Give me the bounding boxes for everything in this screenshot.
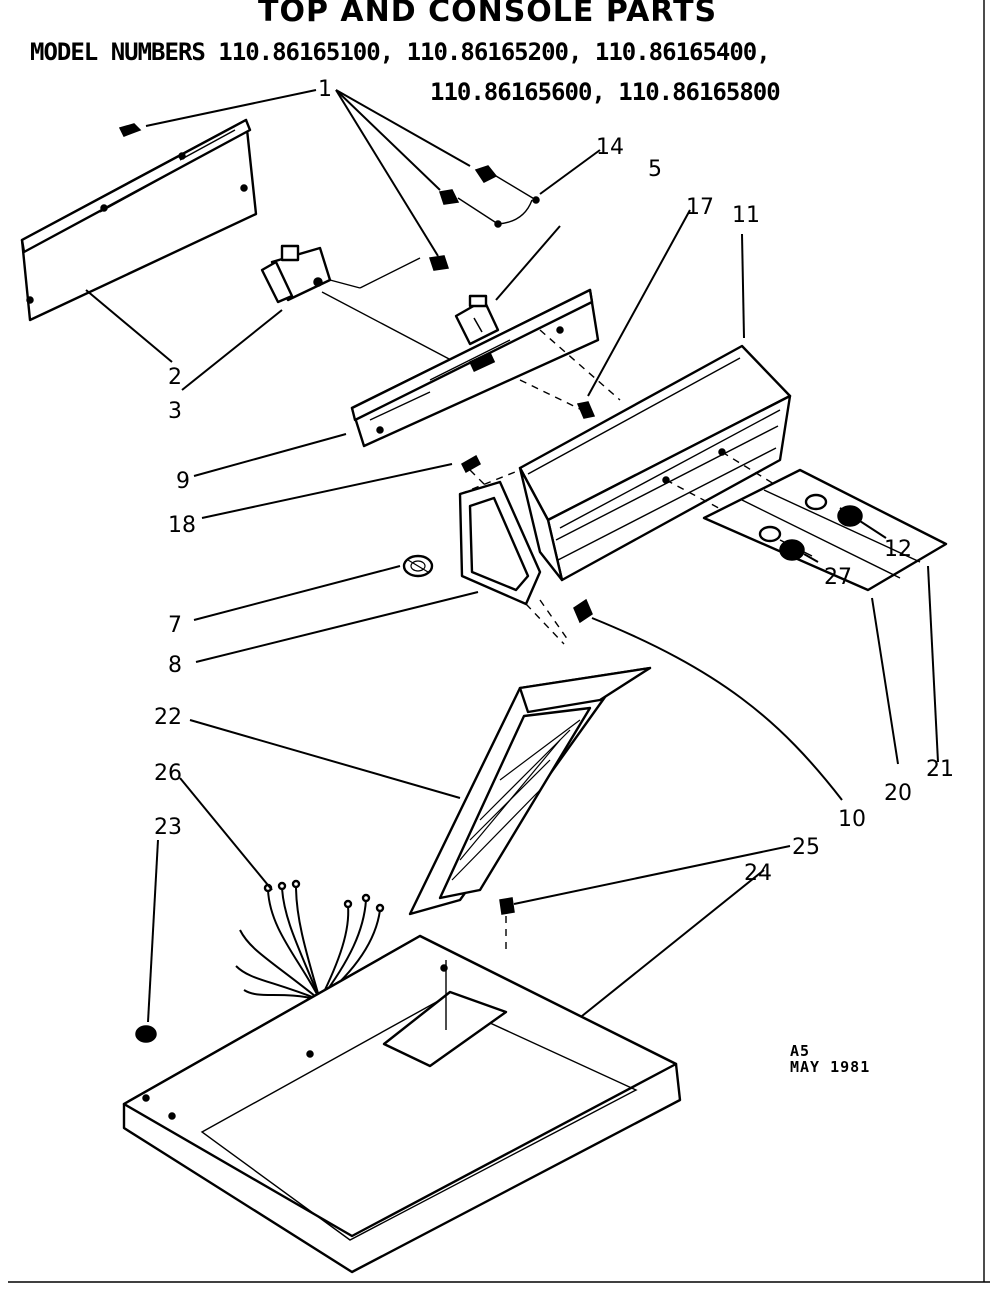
callout-1: 1 bbox=[318, 77, 332, 102]
part-18-screw bbox=[461, 454, 501, 501]
callout-9: 9 bbox=[176, 469, 190, 494]
part-2-rear-panel bbox=[20, 118, 258, 322]
part-11-console bbox=[518, 344, 801, 582]
part-3-switch bbox=[260, 244, 471, 371]
part-23-grommet bbox=[135, 1025, 157, 1043]
callout-20: 20 bbox=[884, 781, 912, 806]
callout-12: 12 bbox=[884, 537, 912, 562]
model-numbers-line-1: MODEL NUMBERS 110.86165100, 110.86165200… bbox=[30, 38, 771, 66]
date-code: A5 bbox=[790, 1042, 811, 1060]
callout-3: 3 bbox=[168, 399, 182, 424]
part-10-screw bbox=[525, 598, 593, 645]
callout-27: 27 bbox=[824, 565, 852, 590]
callout-24: 24 bbox=[744, 861, 772, 886]
part-24-top bbox=[122, 934, 682, 1274]
callout-17: 17 bbox=[686, 195, 714, 220]
callout-8: 8 bbox=[168, 653, 182, 678]
callout-5: 5 bbox=[648, 157, 662, 182]
part-22-panel bbox=[408, 666, 652, 916]
part-7-knob bbox=[402, 554, 434, 578]
scan-edges bbox=[8, 0, 990, 1283]
callout-26: 26 bbox=[154, 761, 182, 786]
leader-lines bbox=[85, 89, 939, 1023]
part-9-bracket bbox=[350, 288, 600, 448]
callout-14: 14 bbox=[596, 135, 624, 160]
part-26-wire-harness bbox=[235, 879, 385, 1037]
print-date: MAY 1981 bbox=[790, 1058, 871, 1076]
callout-labels: 1 2 3 5 7 8 9 10 11 12 14 17 18 20 21 22… bbox=[154, 77, 954, 886]
diagram-title: TOP AND CONSOLE PARTS bbox=[258, 0, 718, 29]
callout-22: 22 bbox=[154, 705, 182, 730]
callout-21: 21 bbox=[926, 757, 954, 782]
part-1-screws bbox=[118, 123, 540, 271]
callout-23: 23 bbox=[154, 815, 182, 840]
model-numbers-line-2: 110.86165600, 110.86165800 bbox=[430, 78, 781, 106]
part-8-end-cap bbox=[458, 469, 542, 606]
callout-10: 10 bbox=[838, 807, 866, 832]
part-17-screw bbox=[519, 329, 621, 419]
callout-2: 2 bbox=[168, 365, 182, 390]
callout-25: 25 bbox=[792, 835, 820, 860]
callout-18: 18 bbox=[168, 513, 196, 538]
part-25-screw bbox=[499, 897, 515, 950]
part-5-clip bbox=[454, 294, 500, 346]
callout-11: 11 bbox=[732, 203, 760, 228]
callout-7: 7 bbox=[168, 613, 182, 638]
